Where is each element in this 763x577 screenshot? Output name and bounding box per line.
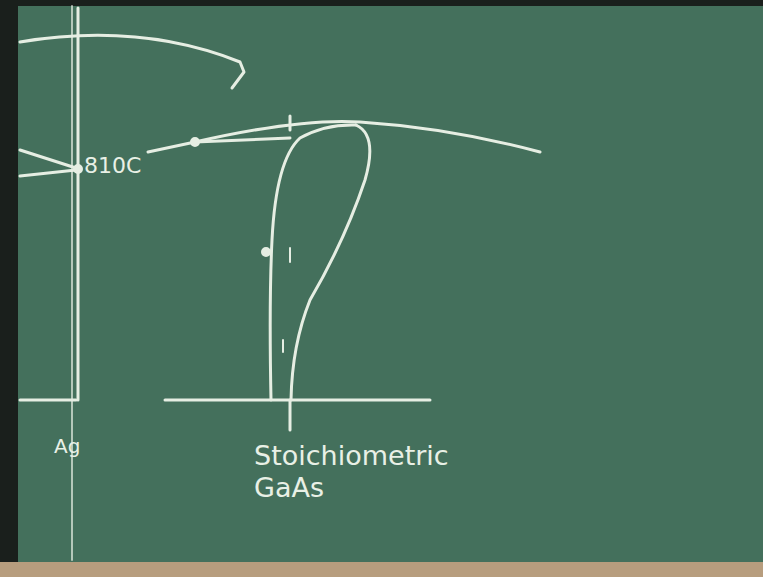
ag-axis [77,8,80,400]
tick-mark [289,248,291,262]
tick-mark [289,116,292,130]
leader-line [148,142,195,152]
composition-point [263,249,270,256]
chalk-label: Ag [54,434,80,458]
chalk-label: Stoichiometric GaAs [254,440,490,505]
baseline [165,399,430,402]
eutectic-tie-line [195,138,290,142]
solidus-left-branch [270,125,356,400]
eutectic-point [75,166,82,173]
liquidus-left [20,150,76,168]
tick-mark [282,340,284,352]
board-frame [0,0,763,6]
axis-base [20,399,76,402]
chalk-tray [0,562,763,577]
tick-mark [289,400,292,430]
axis-line [71,6,73,560]
arc-sketch [20,35,244,88]
board-frame [0,0,18,577]
solidus-right-branch [291,125,370,400]
solidus-left [20,170,76,176]
chalk-label: 810C [84,153,141,179]
